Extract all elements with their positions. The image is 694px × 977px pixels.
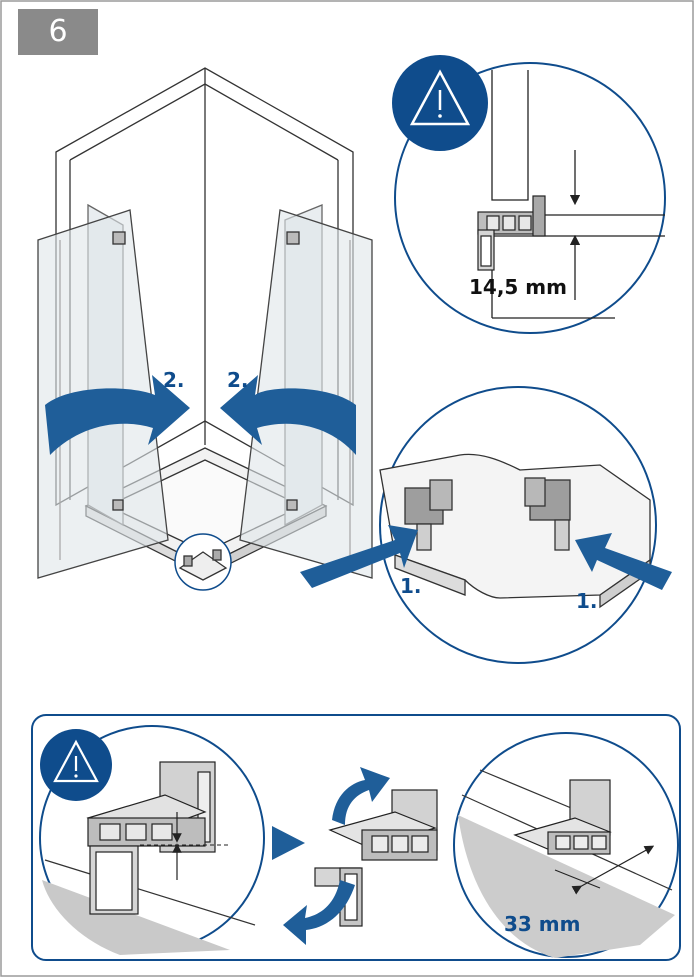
pull-arrow [283, 880, 355, 945]
rotate-arrow-left [45, 375, 190, 455]
step-label-push-right: 1. [576, 589, 598, 613]
push-arrow-right [575, 533, 672, 590]
shower-enclosure [37, 67, 373, 591]
lift-arrow [332, 767, 390, 825]
step-label-rotate-left: 2. [163, 368, 185, 392]
detail-circle-profile [392, 55, 666, 334]
dimension-label-33mm: 33 mm [504, 912, 581, 936]
push-arrow-left [300, 525, 418, 588]
step-label-rotate-right: 2. [227, 368, 249, 392]
bottom-instruction-box [31, 714, 681, 961]
detail-circle-clip-position [453, 732, 679, 958]
dimension-label-14-5mm: 14,5 mm [469, 275, 567, 299]
rotate-arrow-right [220, 375, 356, 455]
step-number-badge: 6 [18, 9, 98, 55]
detail-circle-clip-measure [39, 725, 265, 955]
next-step-pointer [272, 826, 305, 860]
detail-circle-corner [300, 386, 672, 664]
step-label-push-left: 1. [400, 574, 422, 598]
